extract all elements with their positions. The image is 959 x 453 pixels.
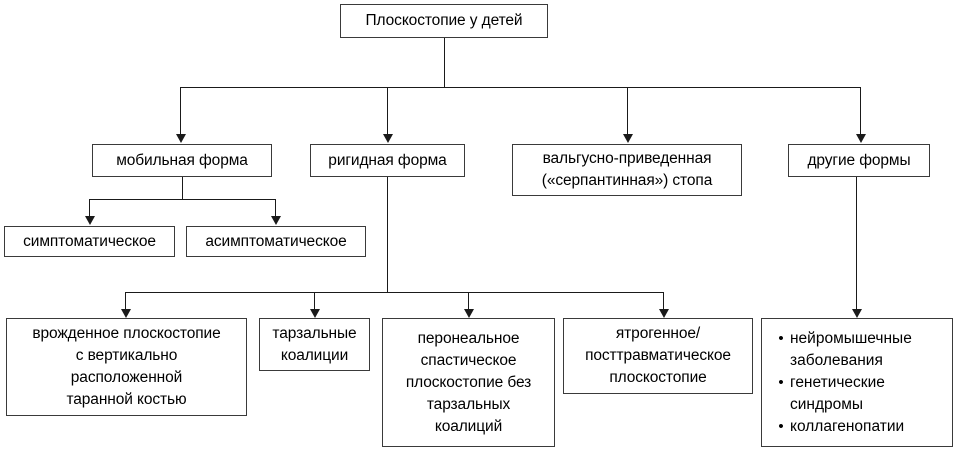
arrowhead-iatrogenic (659, 309, 669, 318)
node-mobile-form: мобильная форма (92, 144, 272, 177)
node-congenital-line2: с вертикально (75, 347, 178, 364)
list-item: • генетические синдромы (772, 372, 946, 416)
node-root-label: Плоскостопие у детей (365, 12, 523, 29)
connector-drop-tarsal (314, 292, 315, 310)
node-iatrogenic-posttraumatic: ятрогенное/ посттравматическое плоскосто… (563, 318, 753, 394)
bullet-icon: • (778, 373, 784, 391)
node-other-forms-list: • нейромышечные заболевания • генетическ… (761, 318, 953, 447)
list-item-line: синдромы (790, 395, 864, 413)
list-item: • нейромышечные заболевания (772, 328, 946, 372)
connector-main-bus (180, 87, 860, 88)
node-symptomatic-label: симптоматическое (23, 232, 156, 250)
list-item-text: коллагенопатии (790, 416, 946, 438)
list-item-line: коллагенопатии (790, 417, 905, 435)
list-item-text: нейромышечные заболевания (790, 328, 946, 372)
arrowhead-congenital (121, 309, 131, 318)
list-item-line: заболевания (790, 351, 883, 369)
node-other-forms-label: другие формы (807, 151, 911, 169)
connector-drop-symptomatic (89, 199, 90, 217)
connector-drop-peroneal (468, 292, 469, 310)
connector-drop-rigid (387, 87, 388, 135)
arrowhead-other (856, 134, 866, 143)
arrowhead-other-list (852, 309, 862, 318)
list-item-text: генетические синдромы (790, 372, 946, 416)
connector-rigid-stem (387, 177, 388, 292)
node-rigid-form-label: ригидная форма (328, 151, 447, 169)
node-peroneal-spastic-flatfoot: перонеальное спастическое плоскостопие б… (382, 318, 555, 447)
node-peroneal-line5: коалиций (434, 417, 503, 435)
connector-drop-other (860, 87, 861, 135)
connector-level4-bus (125, 292, 663, 293)
connector-root-stem (444, 38, 445, 87)
connector-mobile-stem (182, 177, 183, 199)
node-iatrogenic-line1: ятрогенное/ (615, 325, 701, 342)
connector-mobile-bus (89, 199, 275, 200)
connector-drop-iatrogenic (663, 292, 664, 310)
arrowhead-rigid (383, 134, 393, 143)
node-peroneal-line2: спастическое (420, 351, 517, 369)
node-tarsal-coalitions: тарзальные коалиции (259, 318, 370, 371)
node-valgus-serpentine-foot: вальгусно-приведенная («серпантинная») с… (512, 144, 742, 196)
arrowhead-tarsal (310, 309, 320, 318)
node-symptomatic: симптоматическое (4, 226, 175, 257)
arrowhead-mobile (176, 134, 186, 143)
node-mobile-form-label: мобильная форма (116, 151, 248, 169)
connector-drop-asymptomatic (275, 199, 276, 217)
node-root: Плоскостопие у детей (340, 4, 548, 38)
connector-other-stem (856, 177, 857, 310)
node-other-forms: другие формы (788, 144, 930, 177)
connector-drop-congenital (125, 292, 126, 310)
node-peroneal-line4: тарзальных (426, 395, 511, 413)
node-congenital-line1: врожденное плоскостопие (32, 325, 221, 342)
arrowhead-valgus (623, 134, 633, 143)
node-asymptomatic-label: асимптоматическое (205, 232, 347, 250)
node-rigid-form: ригидная форма (310, 144, 465, 177)
node-asymptomatic: асимптоматическое (186, 226, 366, 257)
arrowhead-symptomatic (85, 216, 95, 225)
node-valgus-line1: вальгусно-приведенная (542, 150, 712, 167)
bullet-icon: • (778, 329, 784, 347)
connector-drop-valgus (627, 87, 628, 135)
arrowhead-asymptomatic (271, 216, 281, 225)
node-congenital-vertical-talus: врожденное плоскостопие с вертикально ра… (6, 318, 247, 416)
bullet-icon: • (778, 417, 784, 435)
node-iatrogenic-line3: плоскостопие (609, 369, 707, 386)
list-item: • коллагенопатии (772, 416, 946, 438)
node-tarsal-line1: тарзальные (272, 324, 357, 342)
node-congenital-line4: таранной костью (66, 391, 187, 408)
node-peroneal-line1: перонеальное (417, 329, 520, 347)
list-item-line: нейромышечные (790, 329, 912, 347)
node-valgus-line2: («серпантинная») стопа (541, 172, 713, 189)
node-congenital-line3: расположенной (70, 369, 183, 386)
list-item-line: генетические (790, 373, 885, 391)
node-peroneal-line3: плоскостопие без (405, 373, 532, 391)
arrowhead-peroneal (464, 309, 474, 318)
connector-drop-mobile (180, 87, 181, 135)
node-tarsal-line2: коалиции (280, 346, 349, 364)
node-iatrogenic-line2: посттравматическое (585, 347, 731, 364)
